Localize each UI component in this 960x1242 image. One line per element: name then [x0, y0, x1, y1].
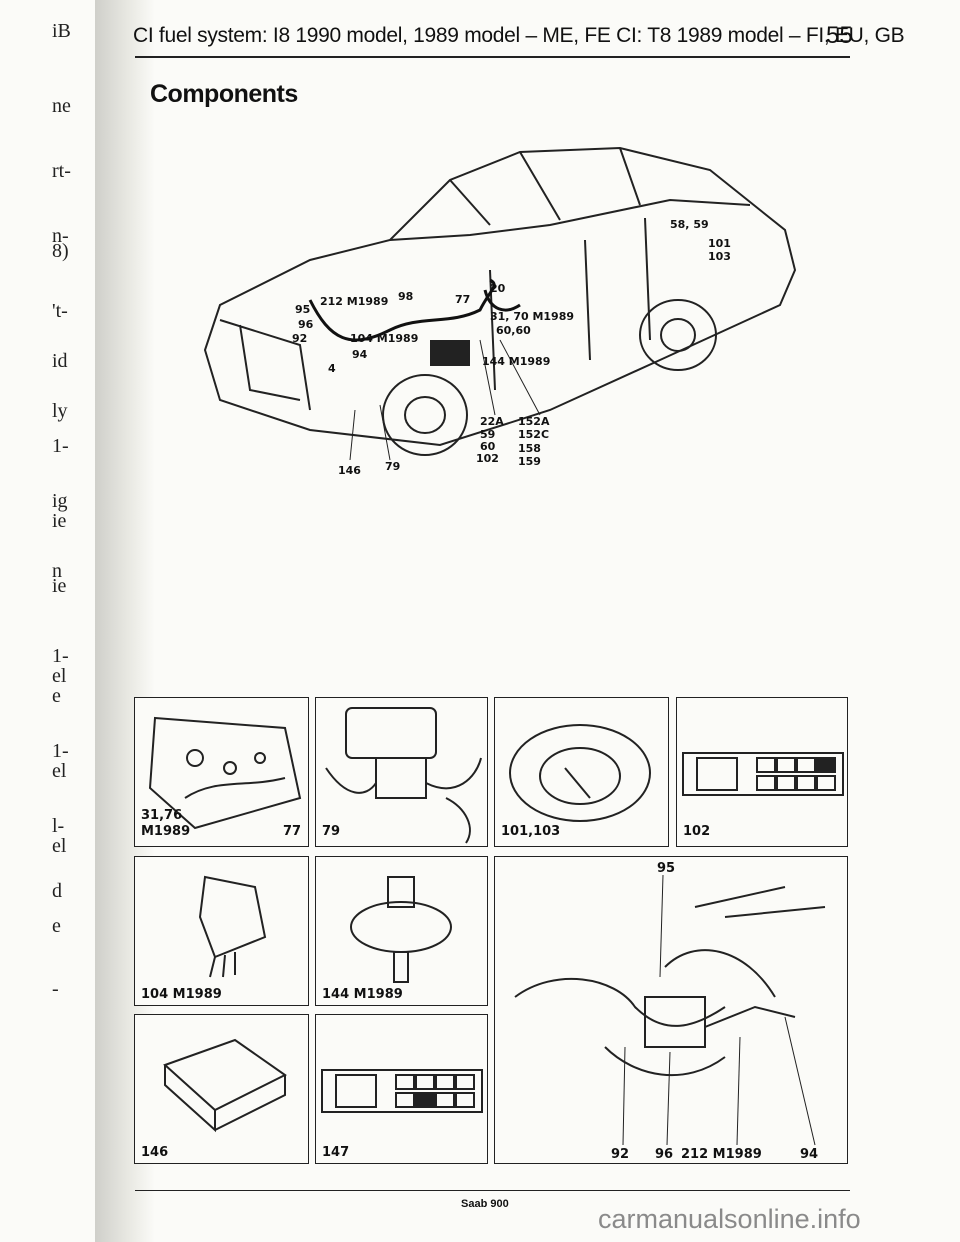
- gutter-fragment: ig: [52, 490, 68, 512]
- engine-label-92: 92: [611, 1147, 630, 1162]
- header-rule: [135, 56, 850, 58]
- callout-144: 144 M1989: [482, 355, 551, 368]
- callout-159: 159: [518, 455, 541, 468]
- gutter-fragment: d: [52, 880, 62, 902]
- section-title: Components: [150, 80, 298, 108]
- callout-96: 96: [298, 318, 314, 331]
- control-unit-146-drawing: [163, 1038, 287, 1133]
- callout-101: 101: [708, 237, 731, 250]
- page-number: 55: [826, 22, 853, 49]
- callout-60: 60: [480, 440, 496, 453]
- callout-92: 92: [292, 332, 308, 345]
- callout-77: 77: [455, 293, 471, 306]
- panel-label-102: 102: [683, 824, 711, 839]
- car-illustration: 95 212 M1989 98 77 20 96 92 104 M1989 94…: [190, 110, 810, 490]
- engine-label-96: 96: [655, 1147, 674, 1162]
- callout-104: 104 M1989: [350, 332, 419, 345]
- callout-146: 146: [338, 464, 361, 477]
- pressure-switch-drawing: [350, 876, 452, 983]
- engine-label-94: 94: [800, 1147, 819, 1162]
- gutter-fragment: n: [52, 560, 62, 582]
- callout-31-70: 31, 70 M1989: [490, 310, 575, 323]
- page-footer: Saab 900: [461, 1198, 509, 1210]
- panel-79: 79: [315, 697, 488, 847]
- panel-104: 104 M1989: [134, 856, 309, 1006]
- callout-20: 20: [490, 282, 506, 295]
- gutter-fragment: 1-: [52, 740, 69, 762]
- gutter-fragment: iB: [52, 20, 71, 42]
- panel-label-104: 104 M1989: [141, 987, 222, 1002]
- panel-engine: 95 92 96 212 M1989 94: [494, 856, 848, 1164]
- fuse-box-147-drawing: [321, 1069, 483, 1113]
- callout-152a: 152A: [518, 415, 550, 428]
- gutter-fragment: e: [52, 685, 61, 707]
- callout-59: 59: [480, 428, 496, 441]
- callout-94: 94: [352, 348, 368, 361]
- callout-58-59: 58, 59: [670, 218, 709, 231]
- gutter-fragment: l-: [52, 815, 65, 837]
- gutter-fragment: ie: [52, 510, 67, 532]
- panel-147: 147: [315, 1014, 488, 1164]
- gutter-fragment: ne: [52, 95, 71, 117]
- relay-104-drawing: [198, 875, 267, 978]
- panel-101-103: 101,103: [494, 697, 669, 847]
- callout-103: 103: [708, 250, 731, 263]
- panel-label-147: 147: [322, 1145, 350, 1160]
- callout-95: 95: [295, 303, 311, 316]
- callout-4: 4: [328, 362, 336, 375]
- panel-102: 102: [676, 697, 848, 847]
- gutter-fragment: 1-: [52, 435, 69, 457]
- car-drawing: [203, 146, 797, 461]
- fuse-box-102-drawing: [682, 752, 844, 796]
- fuel-tank-drawing: [509, 724, 651, 822]
- engine-label-95: 95: [657, 861, 676, 876]
- panel-label-m1989: M1989: [141, 824, 191, 839]
- relay-bracket-drawing: [148, 716, 302, 830]
- gutter-fragment: n-: [52, 225, 69, 247]
- callout-212: 212 M1989: [320, 295, 389, 308]
- callout-158: 158: [518, 442, 541, 455]
- gutter-fragment: e: [52, 915, 61, 937]
- panel-label-146: 146: [141, 1145, 169, 1160]
- gutter-fragment: 8): [52, 240, 69, 262]
- callout-152c: 152C: [518, 428, 550, 441]
- engine-bay-drawing: [514, 874, 826, 1146]
- panel-label-77: 77: [283, 824, 302, 839]
- callout-98: 98: [398, 290, 414, 303]
- gutter-fragment: 1-: [52, 645, 69, 667]
- gutter-fragment: 't-: [52, 300, 68, 322]
- watermark: carmanualsonline.info: [598, 1204, 861, 1234]
- panel-31-76: 31,76 M1989 77: [134, 697, 309, 847]
- panel-144: 144 M1989: [315, 856, 488, 1006]
- callout-60-60: 60,60: [496, 324, 531, 337]
- panel-label-144: 144 M1989: [322, 987, 403, 1002]
- gutter-fragment: el: [52, 665, 67, 687]
- callout-22a: 22A: [480, 415, 504, 428]
- gutter-fragment: ly: [52, 400, 68, 422]
- page-header: CI fuel system: I8 1990 model, 1989 mode…: [133, 24, 905, 47]
- gutter-fragment: ie: [52, 575, 67, 597]
- footer-rule: [135, 1190, 850, 1191]
- callout-102: 102: [476, 452, 499, 465]
- callout-79: 79: [385, 460, 401, 473]
- panel-146: 146: [134, 1014, 309, 1164]
- panel-label-31-76: 31,76: [141, 808, 183, 823]
- gutter-fragment: el: [52, 835, 67, 857]
- panel-label-79: 79: [322, 824, 341, 839]
- gutter-fragment: id: [52, 350, 68, 372]
- fuel-filter-drawing: [325, 707, 482, 844]
- gutter-fragment: -: [52, 978, 59, 1000]
- engine-label-212: 212 M1989: [681, 1147, 762, 1162]
- gutter-fragment: el: [52, 760, 67, 782]
- gutter-fragment: rt-: [52, 160, 71, 182]
- panel-label-101-103: 101,103: [501, 824, 561, 839]
